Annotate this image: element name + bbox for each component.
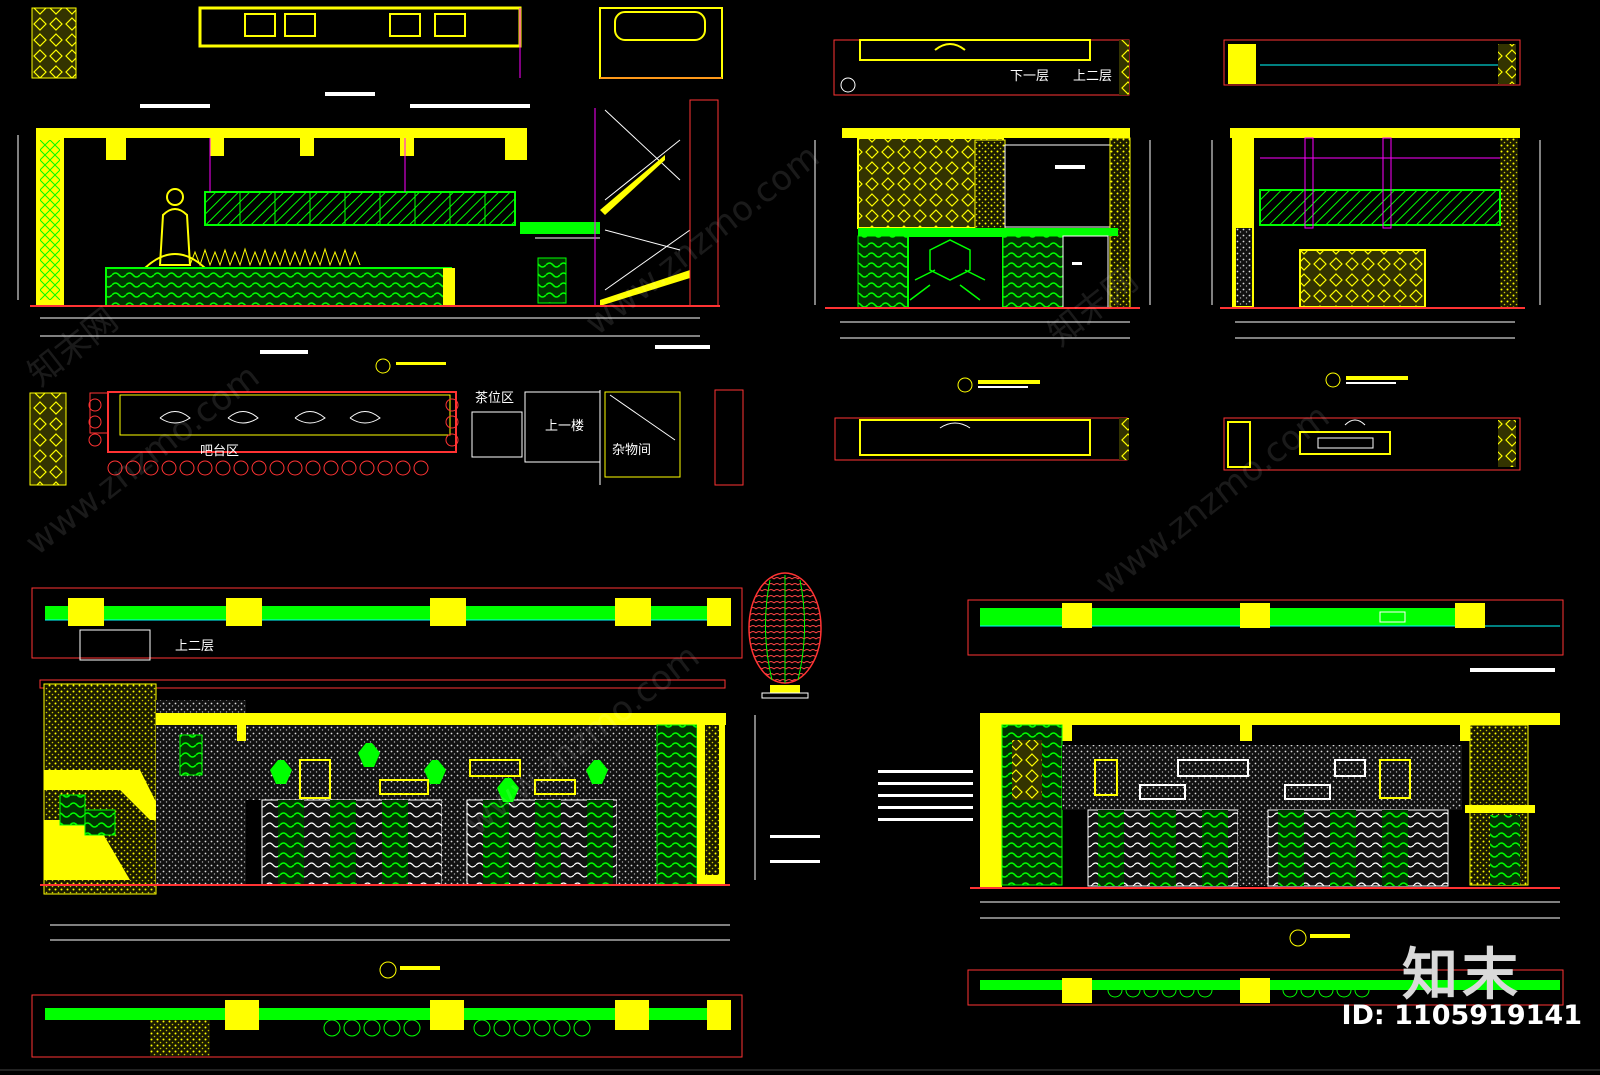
elevation-bottom-right	[878, 599, 1564, 1006]
elevation-top-left: 吧台区 茶位区 上一楼 杂物间	[17, 6, 744, 486]
pendant-lights-row	[270, 743, 608, 802]
label-down-one: 下一层	[1010, 69, 1049, 84]
label-up-two: 上二层	[1073, 69, 1112, 84]
image-id: ID: 1105919141	[1341, 1000, 1582, 1031]
elevation-top-middle: 下一层 上二层	[814, 39, 1151, 461]
label-storage: 杂物间	[612, 443, 651, 458]
ceiling-plan-d: 上二层	[31, 587, 743, 661]
elevation-bottom-left: 上二层	[31, 572, 822, 1058]
plan-view-bar: 吧台区 茶位区 上一楼 杂物间	[29, 389, 744, 486]
statue-figure	[144, 188, 206, 269]
plan-c-bottom	[1223, 417, 1521, 471]
plan-e-bottom	[967, 969, 1564, 1006]
pendant-lamp-drawing	[748, 572, 822, 699]
elevation-a	[17, 92, 720, 374]
plan-b-bottom	[834, 417, 1129, 461]
elevation-d	[39, 679, 820, 979]
elevation-b	[814, 128, 1151, 393]
stool-row	[107, 460, 429, 476]
brand-logo: 知末	[1402, 943, 1522, 1008]
label-up-one: 上一楼	[545, 419, 584, 434]
plan-d-bottom	[31, 994, 743, 1058]
elevation-top-right	[1211, 39, 1541, 471]
elevation-c	[1211, 128, 1541, 388]
label-bar-area: 吧台区	[200, 444, 239, 459]
plan-fragment-top	[31, 6, 723, 79]
ceiling-plan-e	[967, 599, 1564, 656]
label-bench-area: 茶位区	[475, 390, 514, 406]
label-up-two-b: 上二层	[175, 639, 214, 654]
elevation-e	[878, 668, 1560, 947]
